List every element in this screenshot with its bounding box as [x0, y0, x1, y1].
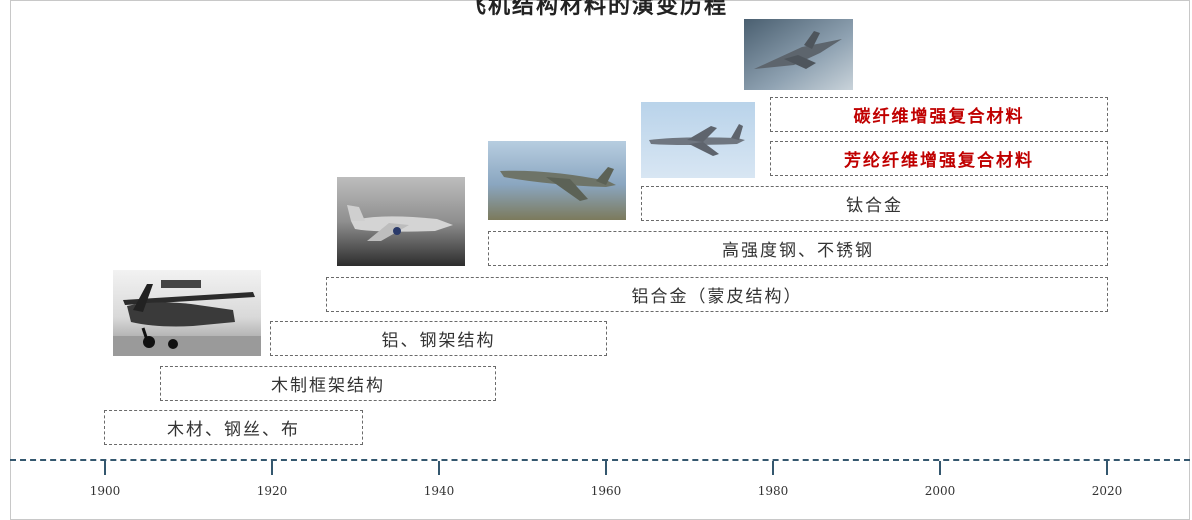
material-bar-aluminum-steel-frame: 铝、钢架结构	[270, 321, 607, 356]
f22-photo	[744, 19, 853, 90]
biplane-photo	[113, 270, 261, 356]
axis-label-1960: 1960	[590, 484, 622, 498]
material-bar-aluminum-alloy: 铝合金（蒙皮结构）	[326, 277, 1108, 312]
early-jet-photo	[337, 177, 465, 266]
axis-tick-1920	[271, 461, 273, 475]
axis-tick-1940	[438, 461, 440, 475]
axis-label-2000: 2000	[924, 484, 956, 498]
material-bar-carbon-composite: 碳纤维增强复合材料	[770, 97, 1108, 132]
f15-photo	[641, 102, 755, 178]
axis-tick-2000	[939, 461, 941, 475]
axis-label-1920: 1920	[256, 484, 288, 498]
axis-tick-1980	[772, 461, 774, 475]
material-bar-aramid-composite: 芳纶纤维增强复合材料	[770, 141, 1108, 176]
diagram-title: 飞机结构材料的演变历程	[463, 0, 728, 19]
axis-tick-2020	[1106, 461, 1108, 475]
material-bar-high-strength-steel: 高强度钢、不锈钢	[488, 231, 1108, 266]
axis-label-1900: 1900	[89, 484, 121, 498]
axis-tick-1900	[104, 461, 106, 475]
axis-label-2020: 2020	[1091, 484, 1123, 498]
material-bar-wood-wire-cloth: 木材、钢丝、布	[104, 410, 363, 445]
delta-jet-photo	[488, 141, 626, 220]
axis-tick-1960	[605, 461, 607, 475]
timeline-axis	[10, 459, 1190, 461]
axis-label-1940: 1940	[423, 484, 455, 498]
material-bar-wood-frame: 木制框架结构	[160, 366, 496, 401]
axis-label-1980: 1980	[757, 484, 789, 498]
material-bar-titanium-alloy: 钛合金	[641, 186, 1108, 221]
